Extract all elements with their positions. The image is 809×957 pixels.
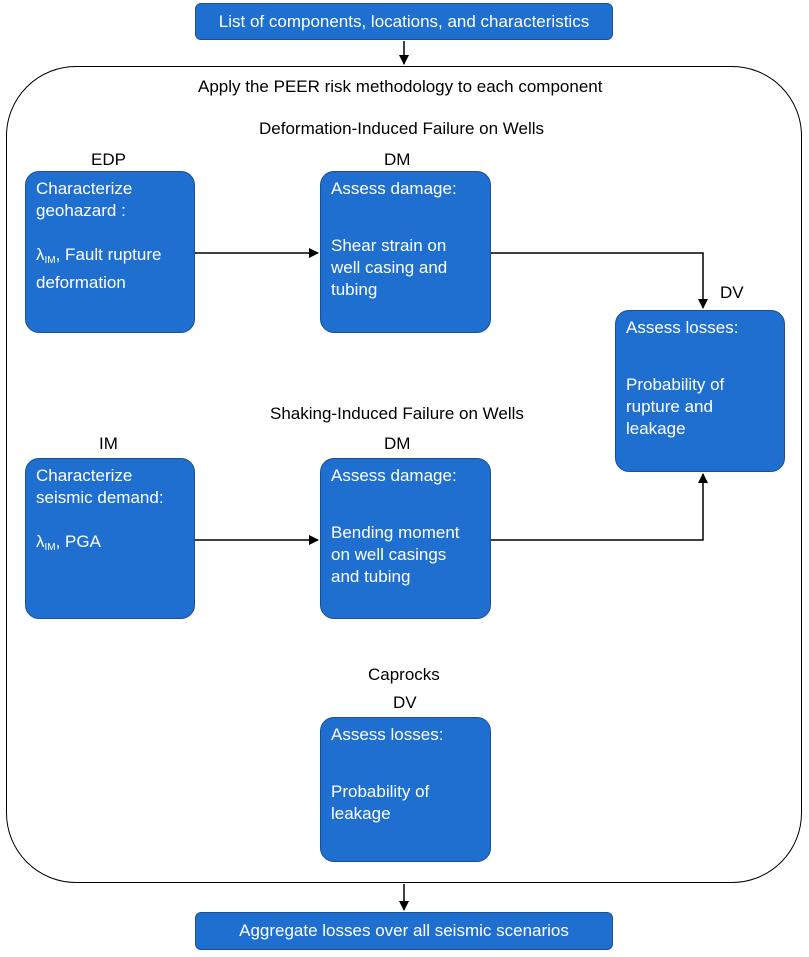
geohazard-line-2: geohazard : — [36, 201, 126, 220]
damage2-line-2: Bending moment — [331, 523, 460, 542]
damage1-line-3: well casing and — [331, 258, 448, 277]
dv-label-caprock: DV — [393, 693, 417, 712]
methodology-frame — [6, 66, 802, 883]
dm-label-deformation: DM — [384, 150, 411, 169]
deformation-section-title: Deformation-Induced Failure on Wells — [259, 119, 545, 138]
aggregate-losses-box: Aggregate losses over all seismic scenar… — [195, 912, 613, 950]
assess-damage-shaking-box: Assess damage: Bending moment on well ca… — [320, 458, 491, 619]
caprocks-section-title: Caprocks — [368, 665, 440, 684]
damage2-line-1: Assess damage: — [331, 466, 457, 485]
geohazard-line-1: Characterize — [36, 179, 133, 198]
assess-losses-right-box: Assess losses: Probability of rupture an… — [615, 310, 785, 472]
losses-right-line-2: Probability of — [626, 375, 725, 394]
lambda-subscript-seismic: IM — [44, 542, 56, 553]
losses-right-line-3: rupture and — [626, 397, 713, 416]
seismic-line-3-rest: , PGA — [55, 532, 101, 551]
assess-losses-caprock-box: Assess losses: Probability of leakage — [320, 717, 491, 862]
seismic-line-1: Characterize — [36, 466, 133, 485]
main-heading: Apply the PEER risk methodology to each … — [198, 77, 603, 96]
seismic-line-2: seismic demand: — [36, 488, 164, 507]
im-label: IM — [99, 434, 118, 453]
geohazard-line-3: λIM, Fault rupture — [36, 244, 184, 272]
dm-label-shaking: DM — [384, 434, 411, 453]
arrow-damage2-to-losses — [491, 473, 708, 541]
geohazard-line-4: deformation — [36, 273, 126, 292]
losses-right-line-4: leakage — [626, 419, 686, 438]
losses-right-line-1: Assess losses: — [626, 318, 739, 337]
aggregate-losses-text: Aggregate losses over all seismic scenar… — [239, 921, 569, 940]
losses-caprock-line-3: leakage — [331, 804, 391, 823]
lambda-symbol-seismic: λ — [36, 532, 45, 551]
shaking-section-title: Shaking-Induced Failure on Wells — [270, 404, 524, 423]
seismic-line-3: λIM, PGA — [36, 531, 184, 559]
losses-caprock-line-2: Probability of — [331, 782, 430, 801]
geohazard-line-3-rest: , Fault rupture — [55, 245, 162, 264]
lambda-subscript: IM — [44, 255, 56, 266]
damage1-line-4: tubing — [331, 280, 378, 299]
components-list-text: List of components, locations, and chara… — [218, 11, 590, 31]
characterize-geohazard-box: Characterize geohazard : λIM, Fault rupt… — [25, 171, 195, 333]
components-list-box: List of components, locations, and chara… — [195, 3, 613, 40]
characterize-seismic-demand-box: Characterize seismic demand: λIM, PGA — [25, 458, 195, 619]
damage1-line-2: Shear strain on — [331, 236, 447, 255]
arrow-damage1-to-losses — [491, 252, 708, 309]
damage2-line-4: and tubing — [331, 567, 411, 586]
losses-caprock-line-1: Assess losses: — [331, 725, 444, 744]
edp-label: EDP — [91, 150, 126, 169]
dv-label-right: DV — [720, 283, 744, 302]
damage2-line-3: on well casings — [331, 545, 447, 564]
assess-damage-deformation-box: Assess damage: Shear strain on well casi… — [320, 171, 491, 333]
damage1-line-1: Assess damage: — [331, 179, 457, 198]
lambda-symbol: λ — [36, 245, 45, 264]
